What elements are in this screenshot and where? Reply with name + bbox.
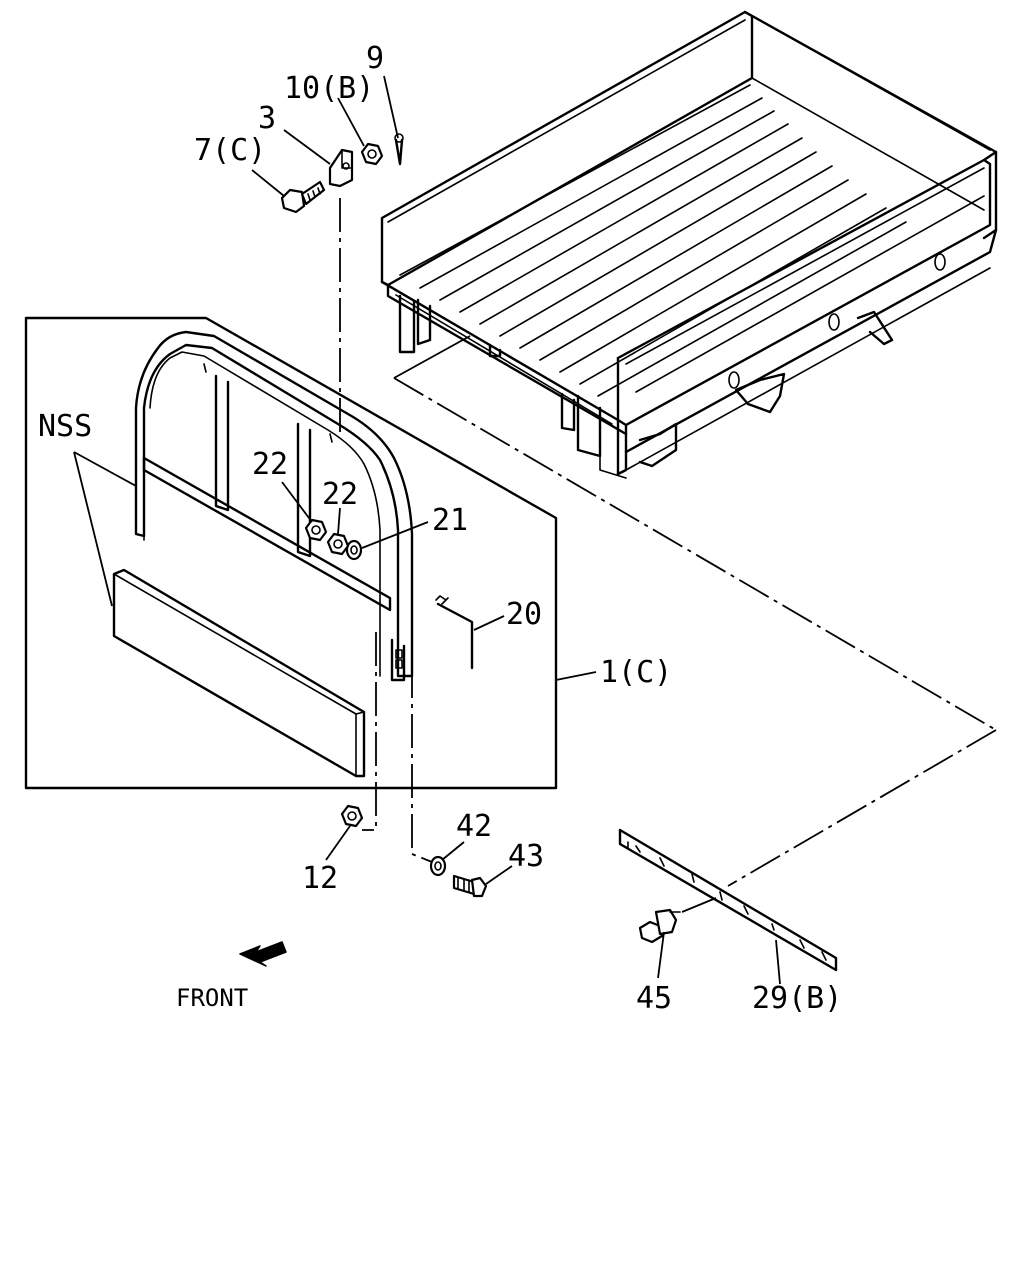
label-12: 12 <box>302 861 338 896</box>
label-front: FRONT <box>176 984 248 1012</box>
label-9: 9 <box>366 41 384 76</box>
label-22a: 22 <box>252 447 288 482</box>
part-43-bolt <box>452 874 488 898</box>
callout-labels: 9 10(B) 3 7(C) NSS 22 22 21 20 1(C) 12 4… <box>38 41 842 1016</box>
label-nss: NSS <box>38 409 92 444</box>
label-42: 42 <box>456 809 492 844</box>
part-7c-bolt <box>280 180 326 214</box>
label-3: 3 <box>258 101 276 136</box>
label-20: 20 <box>506 597 542 632</box>
part-45-bolt <box>638 908 681 944</box>
label-29b: 29(B) <box>752 981 842 1016</box>
front-arrow-icon <box>239 941 287 967</box>
part-22-nut-a <box>304 518 328 542</box>
label-10b: 10(B) <box>284 71 374 106</box>
label-21: 21 <box>432 503 468 538</box>
label-22b: 22 <box>322 477 358 512</box>
label-45: 45 <box>636 981 672 1016</box>
leader-lines <box>73 75 781 985</box>
part-10b-nut <box>360 142 384 166</box>
guide-lines <box>339 198 997 887</box>
part-12-nut <box>340 804 364 828</box>
guard-frame <box>134 330 414 682</box>
label-7c: 7(C) <box>194 133 266 168</box>
truck-bed <box>380 10 998 479</box>
part-20-pin <box>435 595 474 670</box>
part-9-split-pin <box>394 133 404 166</box>
label-43: 43 <box>508 839 544 874</box>
headboard-inset <box>24 316 558 790</box>
part-42-washer <box>429 855 447 877</box>
part-29b-strip <box>618 828 838 972</box>
part-3-bracket <box>328 148 354 188</box>
part-22-nut-b <box>326 532 350 556</box>
part-21-washer <box>345 539 363 561</box>
label-1c: 1(C) <box>600 655 672 690</box>
nss-panel <box>112 568 366 778</box>
